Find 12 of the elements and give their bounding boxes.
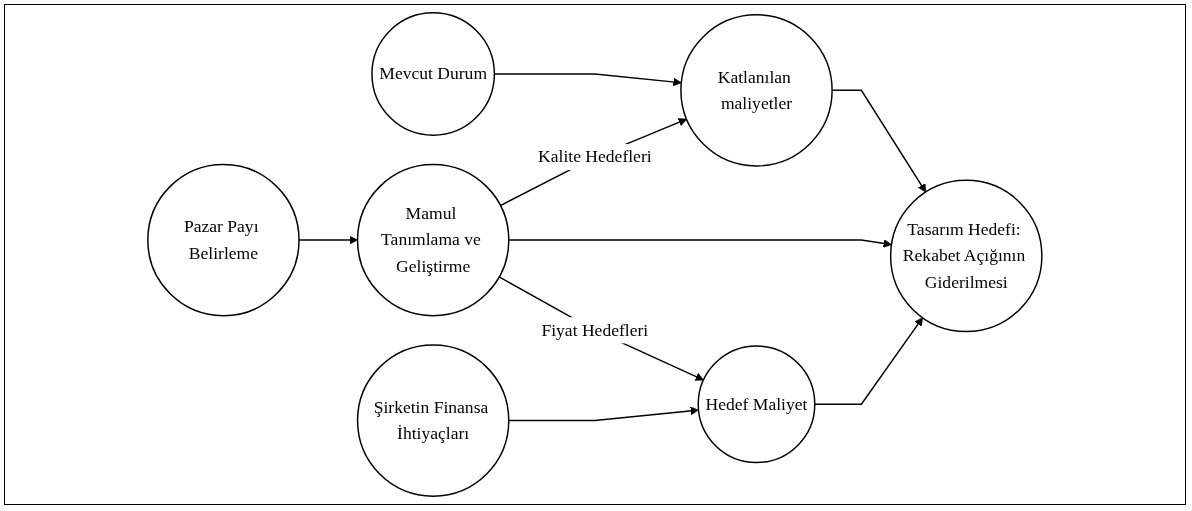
node-circle: Tasarım Hedefi: Rekabet Açığının Giderilmesi (890, 179, 1043, 333)
node-circle: Hedef Maliyet (697, 345, 816, 464)
node-circle: Pazar Payı Belirleme (147, 163, 300, 317)
arrow (814, 317, 924, 405)
node-circle: Şirketin Finansa İhtiyaçları (357, 344, 510, 497)
node-circle: Mevcut Durum (371, 12, 496, 136)
edge-label: Fiyat Hedefleri (541, 320, 649, 340)
node-circle: Katlanılan maliyetler (680, 14, 833, 167)
arrow (498, 276, 705, 381)
arrow (499, 118, 688, 207)
node-circle: Mamul Tanımlama ve Geliştirme (357, 163, 510, 317)
edge-label: Kalite Hedefleri (538, 146, 652, 167)
